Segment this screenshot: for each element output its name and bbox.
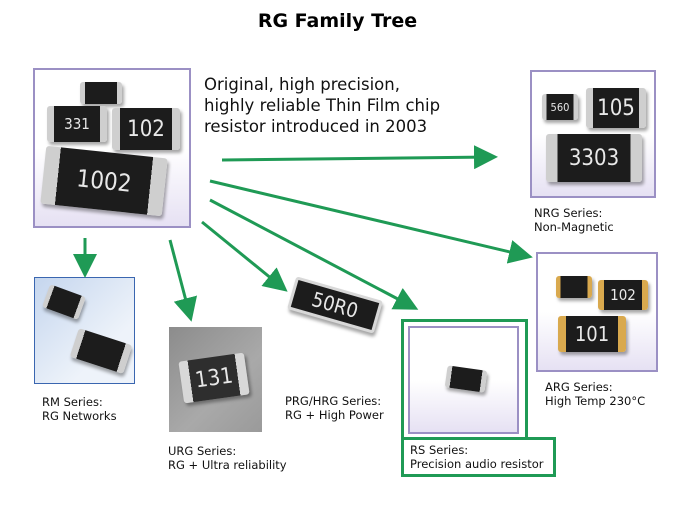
nrg-series-name: NRG Series: [534,206,603,220]
chip-101-gold: 101 [558,316,626,352]
prg-series-name: PRG/HRG Series: [285,394,382,408]
description-line-2: highly reliable Thin Film chip [204,96,441,115]
rm-series-name: RM Series: [42,395,103,409]
urg-series-subtitle: RG + Ultra reliability [168,458,287,472]
urg-series-name: URG Series: [168,444,237,458]
rs-image [408,326,519,434]
rm-label: RM Series: RG Networks [42,395,117,423]
page-title: RG Family Tree [257,10,418,32]
root-description: Original, high precision, highly reliabl… [204,74,504,137]
chip-blank [80,82,122,104]
rm-series-subtitle: RG Networks [42,409,117,423]
nrg-series-subtitle: Non-Magnetic [534,220,614,234]
description-line-1: Original, high precision, [204,75,400,94]
arg-label: ARG Series: High Temp 230°C [545,380,645,408]
chip-3303: 3303 [546,134,642,182]
nrg-image: 560 105 3303 [530,70,656,198]
urg-label: URG Series: RG + Ultra reliability [168,444,287,472]
prg-label: PRG/HRG Series: RG + High Power [285,394,384,422]
arrow-to-nrg [221,145,498,170]
chip-blank-gold [556,276,592,298]
rs-series-subtitle: Precision audio resistor [410,457,544,471]
arrow-to-rs [209,198,419,310]
rs-series-name: RS Series: [410,443,469,457]
chip-105: 105 [586,88,646,128]
chip-102-gold: 102 [598,280,648,310]
nrg-label: NRG Series: Non-Magnetic [534,206,614,234]
arg-image: 102 101 [536,252,658,372]
chip-560: 560 [542,94,578,120]
description-line-3: resistor introduced in 2003 [204,117,428,136]
arrow-to-urg [168,239,198,322]
rg-root-image: 331 102 1002 [33,68,191,228]
arg-series-name: ARG Series: [545,380,613,394]
urg-image: 131 [169,327,262,432]
chip-331: 331 [47,106,107,142]
arg-series-subtitle: High Temp 230°C [545,394,646,408]
chip-102: 102 [112,108,180,150]
rs-label-box: RS Series: Precision audio resistor [401,437,556,477]
arrow-to-arg [209,179,533,264]
rm-image [34,277,135,384]
arrow-to-prg [201,220,288,292]
prg-series-subtitle: RG + High Power [285,408,384,422]
